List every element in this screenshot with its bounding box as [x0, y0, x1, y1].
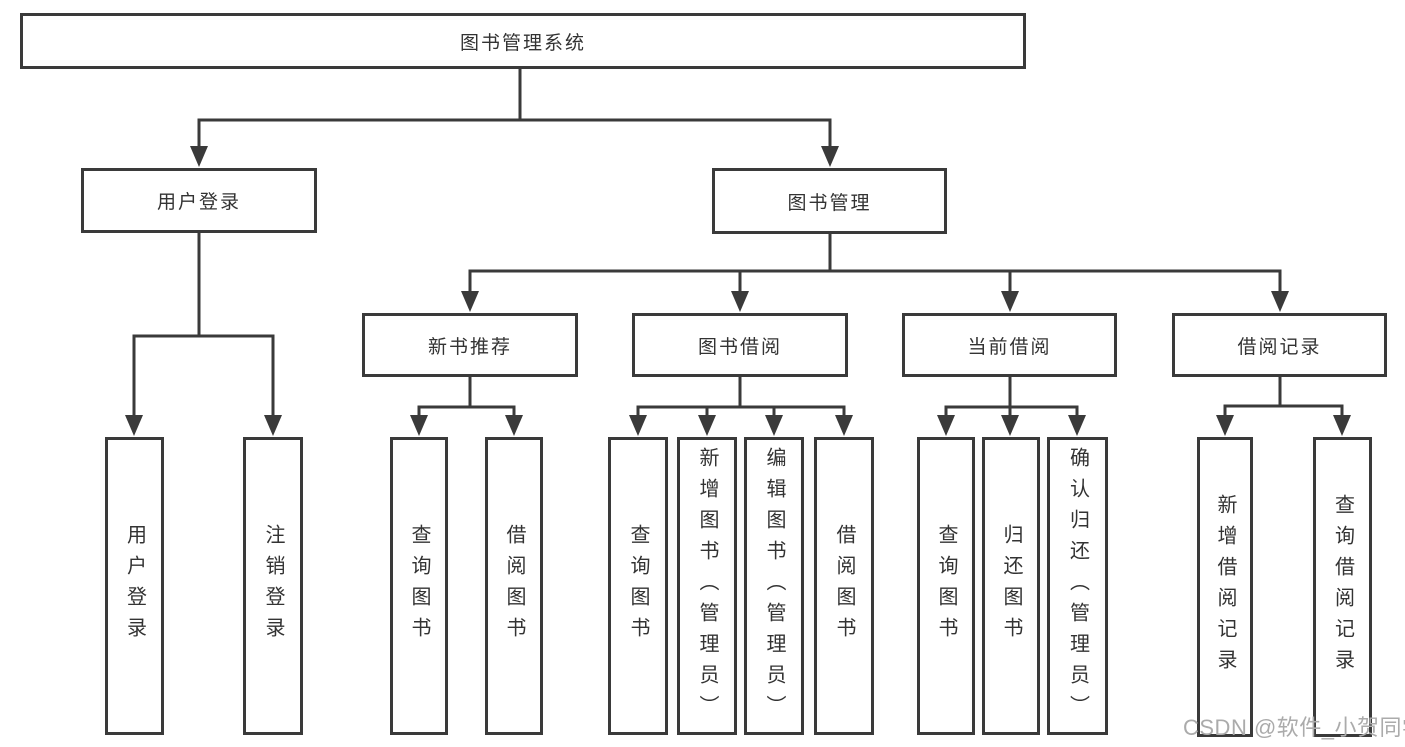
leaf-add-borrow-record: 新增借阅记录 — [1197, 437, 1253, 737]
node-book-management-label: 图书管理 — [787, 192, 872, 214]
connector-path — [1223, 375, 1344, 422]
leaf-logout-label: 注销登录 — [262, 524, 284, 648]
arrowhead-down-icon — [190, 146, 208, 167]
arrowhead-down-icon — [765, 415, 783, 436]
leaf-query-borrow-record: 查询借阅记录 — [1313, 437, 1372, 737]
leaf-confirm-return-admin-label: 确认归还（管理员） — [1066, 446, 1089, 726]
connector-path — [132, 231, 275, 422]
leaf-confirm-return-admin: 确认归还（管理员） — [1047, 437, 1108, 735]
node-borrow-records-label: 借阅记录 — [1237, 336, 1322, 358]
leaf-query-books-recommend-label: 查询图书 — [408, 524, 430, 648]
connector-path — [944, 375, 1079, 422]
arrowhead-down-icon — [264, 415, 282, 436]
arrowhead-down-icon — [698, 415, 716, 436]
node-book-management: 图书管理 — [712, 168, 947, 234]
arrowhead-down-icon — [1001, 291, 1019, 312]
arrowhead-down-icon — [821, 146, 839, 167]
leaf-edit-book-admin: 编辑图书（管理员） — [744, 437, 804, 735]
arrowhead-down-icon — [629, 415, 647, 436]
leaf-return-book-label: 归还图书 — [1000, 524, 1022, 648]
arrowhead-down-icon — [505, 415, 523, 436]
csdn-watermark: CSDN @软件_小贺同学 — [1183, 715, 1405, 740]
leaf-query-books-borrow: 查询图书 — [608, 437, 668, 735]
node-user-login-label: 用户登录 — [156, 192, 241, 213]
leaf-logout: 注销登录 — [243, 437, 303, 735]
node-new-book-recommend: 新书推荐 — [362, 313, 578, 377]
leaf-query-books-recommend: 查询图书 — [390, 437, 448, 735]
connector-path — [197, 67, 832, 153]
node-root: 图书管理系统 — [20, 13, 1026, 69]
node-current-borrow-label: 当前借阅 — [967, 336, 1052, 358]
leaf-query-books-current-label: 查询图书 — [935, 524, 957, 648]
arrowhead-down-icon — [835, 415, 853, 436]
leaf-add-book-admin-label: 新增图书（管理员） — [696, 446, 718, 726]
arrowhead-down-icon — [1068, 415, 1086, 436]
connector-path — [417, 375, 516, 422]
leaf-user-login: 用户登录 — [105, 437, 164, 735]
connector-path — [636, 375, 846, 422]
connector-path — [468, 232, 1282, 298]
node-new-book-recommend-label: 新书推荐 — [427, 336, 512, 358]
leaf-add-book-admin: 新增图书（管理员） — [677, 437, 737, 735]
leaf-return-book: 归还图书 — [982, 437, 1040, 735]
arrowhead-down-icon — [731, 291, 749, 312]
node-book-borrow-label: 图书借阅 — [697, 336, 782, 358]
node-user-login: 用户登录 — [81, 168, 317, 233]
leaf-add-borrow-record-label: 新增借阅记录 — [1214, 494, 1236, 680]
arrowhead-down-icon — [461, 291, 479, 312]
leaf-borrow-books-borrow: 借阅图书 — [814, 437, 874, 735]
node-book-borrow: 图书借阅 — [632, 313, 848, 377]
arrowhead-down-icon — [125, 415, 143, 436]
arrowhead-down-icon — [937, 415, 955, 436]
leaf-borrow-books-recommend: 借阅图书 — [485, 437, 543, 735]
leaf-query-books-borrow-label: 查询图书 — [627, 524, 649, 648]
leaf-edit-book-admin-label: 编辑图书（管理员） — [763, 446, 785, 726]
leaf-borrow-books-borrow-label: 借阅图书 — [833, 524, 855, 648]
leaf-query-books-current: 查询图书 — [917, 437, 975, 735]
arrowhead-down-icon — [410, 415, 428, 436]
arrowhead-down-icon — [1001, 415, 1019, 436]
leaf-borrow-books-recommend-label: 借阅图书 — [503, 524, 525, 648]
node-root-label: 图书管理系统 — [459, 32, 586, 54]
leaf-user-login-label: 用户登录 — [123, 524, 146, 648]
node-current-borrow: 当前借阅 — [902, 313, 1117, 377]
arrowhead-down-icon — [1271, 291, 1289, 312]
node-borrow-records: 借阅记录 — [1172, 313, 1387, 377]
leaf-query-borrow-record-label: 查询借阅记录 — [1331, 494, 1354, 680]
arrowhead-down-icon — [1333, 415, 1351, 436]
arrowhead-down-icon — [1216, 415, 1234, 436]
